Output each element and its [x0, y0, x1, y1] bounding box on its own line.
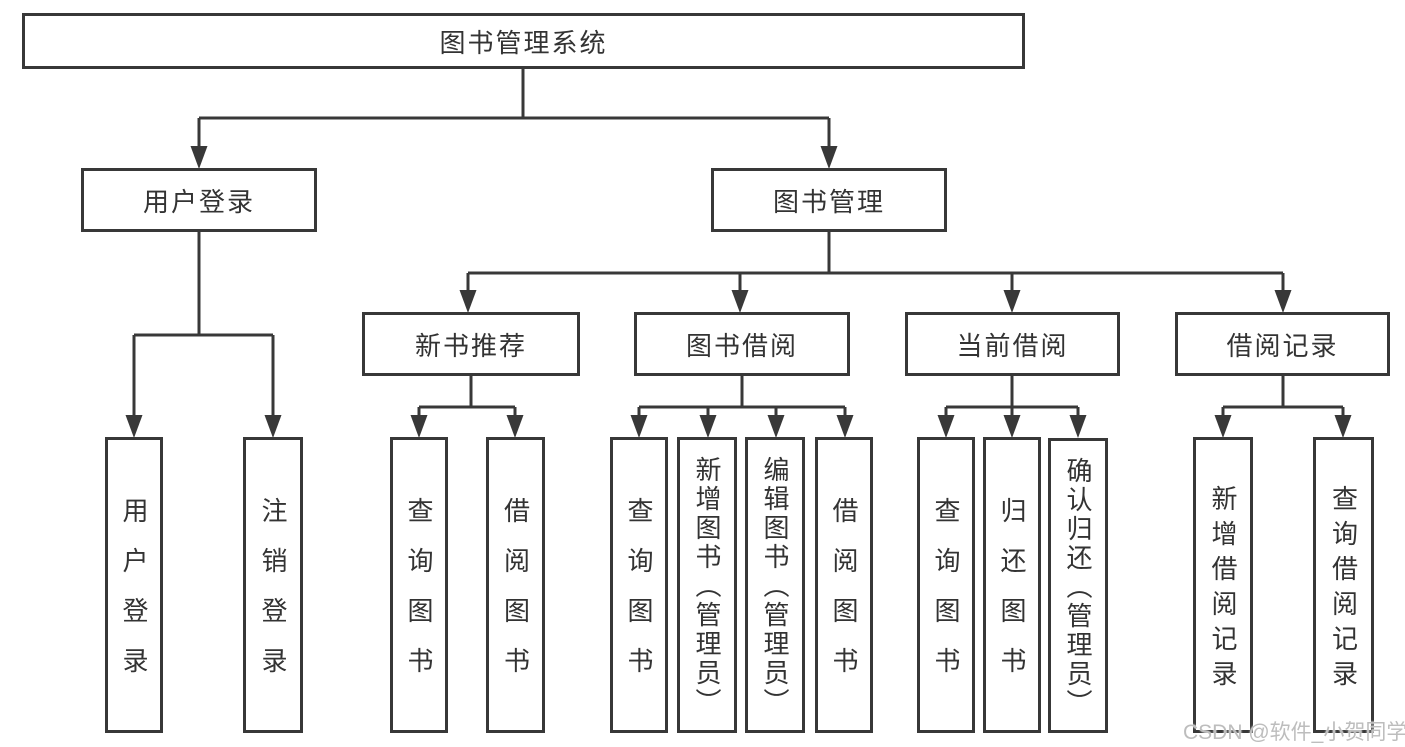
node-root-system: 图书管理系统: [22, 13, 1025, 69]
node-user-login-branch: 用户登录: [81, 168, 317, 232]
leaf-query-books-2: 查询图书: [610, 437, 668, 733]
node-label: 用户登录: [119, 497, 149, 697]
leaf-query-borrow-record: 查询借阅记录: [1313, 437, 1374, 733]
node-label: 确认归还（管理员）: [1063, 456, 1093, 718]
node-label: 查询图书: [404, 497, 434, 697]
node-label: 查询图书: [624, 497, 654, 697]
leaf-return-book: 归还图书: [983, 437, 1041, 733]
node-label: 新增借阅记录: [1208, 484, 1238, 695]
node-label: 图书借阅: [685, 330, 798, 361]
node-book-management-branch: 图书管理: [711, 168, 947, 232]
node-current-borrow: 当前借阅: [905, 312, 1120, 376]
leaf-user-login: 用户登录: [105, 437, 163, 733]
leaf-add-borrow-record: 新增借阅记录: [1193, 437, 1253, 733]
leaf-query-books-1: 查询图书: [390, 437, 448, 733]
leaf-logout: 注销登录: [243, 437, 303, 733]
node-label: 新增图书（管理员）: [692, 456, 722, 717]
node-label: 查询借阅记录: [1328, 484, 1359, 695]
node-label: 借阅记录: [1226, 330, 1339, 361]
node-label: 用户登录: [142, 186, 255, 217]
leaf-edit-book-admin: 编辑图书（管理员）: [745, 437, 805, 733]
node-label: 新书推荐: [414, 330, 527, 361]
arrowhead-icons: [125, 146, 1352, 438]
leaf-borrow-books-2: 借阅图书: [815, 437, 873, 733]
node-label: 查询图书: [931, 497, 961, 697]
leaf-confirm-return-admin: 确认归还（管理员）: [1048, 438, 1108, 733]
node-book-borrow: 图书借阅: [634, 312, 850, 376]
node-label: 图书管理系统: [439, 27, 608, 58]
node-new-book-recommend: 新书推荐: [362, 312, 580, 376]
node-label: 编辑图书（管理员）: [760, 456, 790, 717]
leaf-add-book-admin: 新增图书（管理员）: [677, 437, 737, 733]
csdn-watermark: CSDN @软件_小贺同学: [1183, 721, 1405, 744]
node-borrow-record: 借阅记录: [1175, 312, 1390, 376]
node-label: 图书管理: [772, 186, 885, 217]
node-label: 借阅图书: [500, 497, 531, 697]
leaf-query-books-3: 查询图书: [917, 437, 975, 733]
node-label: 归还图书: [997, 497, 1027, 697]
node-label: 当前借阅: [956, 330, 1069, 361]
leaf-borrow-books-1: 借阅图书: [486, 437, 545, 733]
node-label: 借阅图书: [829, 497, 859, 697]
node-label: 注销登录: [258, 497, 288, 697]
